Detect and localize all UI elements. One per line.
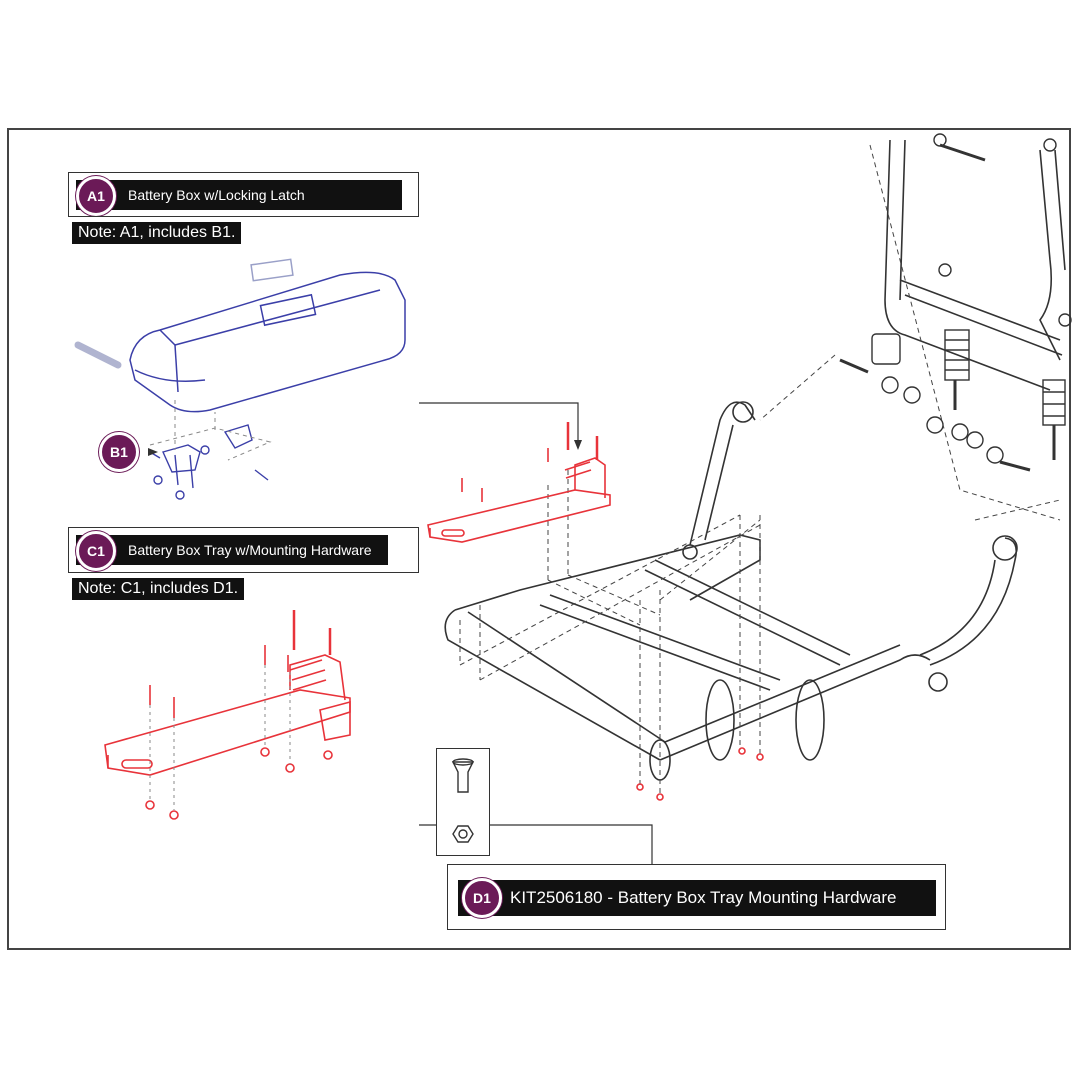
label-d1-title: KIT2506180 - Battery Box Tray Mounting H… (510, 888, 897, 907)
battery-box-outline (74, 258, 406, 413)
latch-leader-lines (149, 400, 272, 461)
tray-detail-leaders (149, 665, 291, 810)
badge-c1: C1 (76, 531, 116, 571)
label-c1-title: Battery Box Tray w/Mounting Hardware (128, 542, 372, 558)
panel-d1-hardware (436, 748, 490, 856)
b1-arrowhead (148, 448, 158, 456)
label-a1: Battery Box w/Locking Latch (76, 180, 402, 210)
leader-lines (459, 144, 1061, 795)
badge-a1: A1 (76, 176, 116, 216)
panel-c1-inner (68, 572, 419, 877)
note-a1: Note: A1, includes B1. (72, 222, 242, 244)
label-d1: KIT2506180 - Battery Box Tray Mounting H… (458, 880, 936, 916)
badge-b1: B1 (99, 432, 139, 472)
locking-latch (149, 424, 269, 500)
label-a1-title: Battery Box w/Locking Latch (128, 187, 305, 203)
diagram-frame (7, 128, 1071, 950)
battery-box-tray-main (427, 422, 764, 801)
suspension-hardware (839, 133, 1072, 472)
badge-d1: D1 (462, 878, 502, 918)
chassis-frame (444, 139, 1066, 781)
label-c1: Battery Box Tray w/Mounting Hardware (76, 535, 388, 565)
note-c1: Note: C1, includes D1. (72, 578, 245, 600)
bolt-and-nut (451, 758, 475, 843)
